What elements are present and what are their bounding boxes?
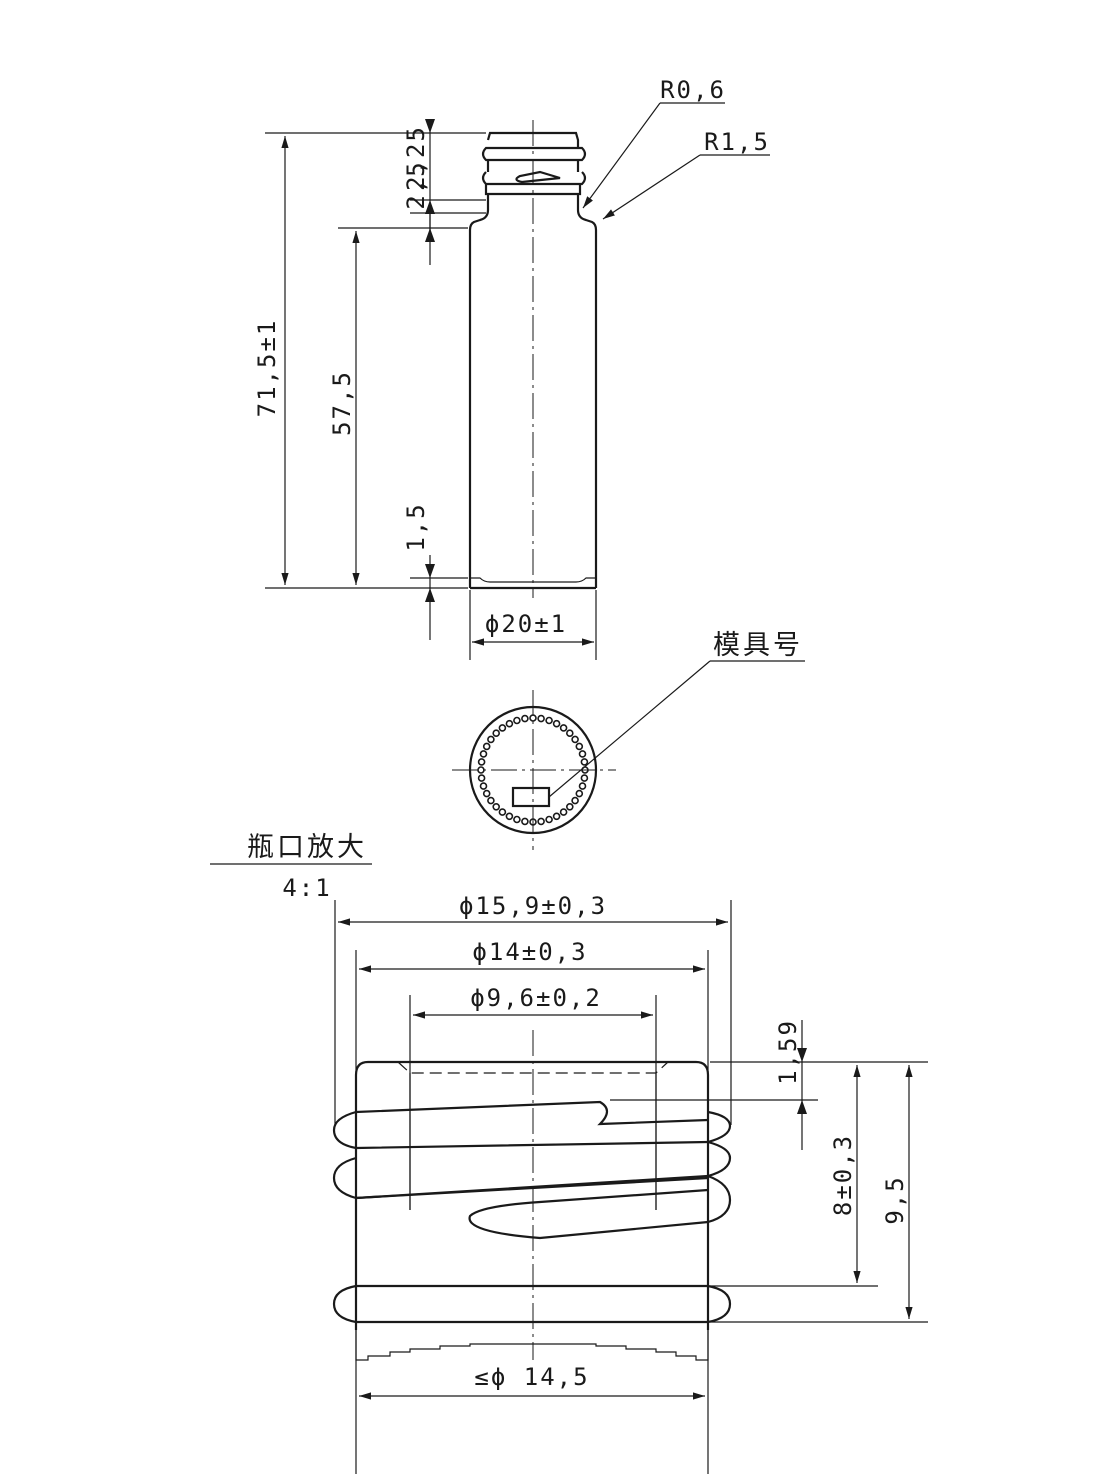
label-scale: 4:1 — [282, 874, 331, 902]
stipple-dot — [545, 815, 553, 824]
dim-label-9-5: 9,5 — [881, 1175, 909, 1224]
neck-body — [354, 1060, 710, 1330]
dim-label-dia-14-5: ≤ϕ 14,5 — [474, 1363, 589, 1391]
stipple-dot — [545, 716, 553, 725]
mold-number-box — [511, 786, 551, 808]
stipple-dot — [575, 789, 584, 798]
stipple-dot — [505, 812, 514, 821]
dim-arrow-1-59-bot — [797, 1100, 807, 1114]
stipple-dot — [492, 729, 501, 738]
shoulder-left — [468, 194, 490, 231]
dim-label-1-59: 1,59 — [774, 1019, 802, 1085]
stipple-dot — [578, 782, 587, 790]
dim-arrow-1-59-top — [797, 1048, 807, 1062]
dim-label-2-5: 2,5 — [402, 160, 430, 209]
stipple-dot — [575, 742, 584, 751]
stipple-dot — [552, 719, 561, 728]
stipple-dot — [521, 714, 529, 723]
stipple-dot — [479, 782, 488, 790]
neck-thread-1 — [481, 146, 587, 162]
stipple-dot — [498, 724, 507, 732]
label-mold-number: 模具号 — [713, 630, 803, 661]
bottom-stipple-ring — [477, 714, 589, 826]
dim-label-2-25: 2,25 — [402, 125, 430, 191]
stipple-dot — [482, 742, 491, 751]
label-neck-enlarged: 瓶口放大 — [247, 832, 367, 863]
stipple-dot — [513, 815, 521, 824]
dim-arrow-2-5 — [425, 228, 435, 242]
thread-turn-3 — [468, 1174, 732, 1240]
base-push-up — [470, 577, 596, 583]
stipple-dot — [580, 774, 589, 782]
neck-thread-2 — [481, 171, 587, 186]
stipple-dot — [492, 802, 501, 811]
dim-arrow-1-5-top — [425, 564, 435, 578]
stipple-dot — [537, 714, 545, 723]
neck-bore-hidden — [397, 1061, 669, 1074]
dim-label-1-5: 1,5 — [402, 502, 430, 551]
shoulder-right — [576, 194, 598, 231]
thread-turn-1 — [332, 1110, 732, 1150]
bottle-side-view: 71,5±1 57,5 2,25 2,5 1,5 ϕ20±1 R0,6 R1,5 — [253, 76, 770, 660]
dim-label-57-5: 57,5 — [328, 370, 356, 436]
stipple-dot — [479, 750, 488, 758]
dim-label-dia-9-6: ϕ9,6±0,2 — [470, 984, 602, 1012]
leader-r06 — [582, 102, 661, 209]
stipple-dot — [529, 818, 537, 826]
neck-thread-tail — [515, 170, 561, 184]
label-r06: R0,6 — [660, 76, 726, 104]
neck-bead-ring — [332, 1284, 732, 1324]
neck-bead — [484, 184, 582, 196]
bottle-bottom-view: 模具号 — [452, 630, 805, 850]
stipple-dot — [529, 714, 537, 722]
stipple-dot — [498, 808, 507, 816]
stipple-dot — [571, 796, 579, 805]
leader-r15 — [602, 154, 701, 220]
thread-flank-2 — [355, 1176, 709, 1200]
stipple-dot — [571, 735, 579, 744]
stipple-dot — [477, 774, 486, 782]
stipple-dot — [487, 735, 495, 744]
neck-serration — [355, 1322, 709, 1361]
stipple-dot — [487, 796, 495, 805]
leader-mold — [548, 660, 711, 798]
neck-lip — [486, 131, 580, 148]
stipple-dot — [513, 716, 521, 725]
dim-label-dia-15-9: ϕ15,9±0,3 — [459, 892, 607, 920]
stipple-dot — [477, 766, 485, 774]
stipple-dot — [482, 789, 491, 798]
stipple-dot — [559, 808, 568, 816]
dim-arrow-1-5-bot — [425, 588, 435, 602]
dim-arrow-2-25-top — [425, 119, 435, 133]
stipple-dot — [477, 758, 486, 766]
neck-detail-view: 瓶口放大 4:1 ϕ15,9±0,3 ϕ14±0,3 ϕ9,6±0,2 — [210, 832, 928, 1474]
thread-start-upper — [355, 1100, 709, 1126]
dim-label-8: 8±0,3 — [829, 1134, 857, 1216]
dim-arrow-2-25-bot — [425, 200, 435, 214]
dim-label-71-5: 71,5±1 — [253, 319, 281, 418]
stipple-dot — [559, 724, 568, 732]
stipple-dot — [565, 729, 574, 738]
bottom-outer-circle — [468, 705, 598, 835]
stipple-dot — [505, 719, 514, 728]
stipple-dot — [552, 812, 561, 821]
thread-turn-2 — [332, 1140, 732, 1200]
dim-label-dia-20: ϕ20±1 — [485, 610, 567, 638]
stipple-dot — [521, 817, 529, 826]
dim-label-dia-14: ϕ14±0,3 — [472, 938, 587, 966]
stipple-dot — [565, 802, 574, 811]
label-r15: R1,5 — [704, 128, 770, 156]
stipple-dot — [578, 750, 587, 758]
stipple-dot — [537, 817, 545, 826]
stipple-dot — [580, 758, 589, 766]
